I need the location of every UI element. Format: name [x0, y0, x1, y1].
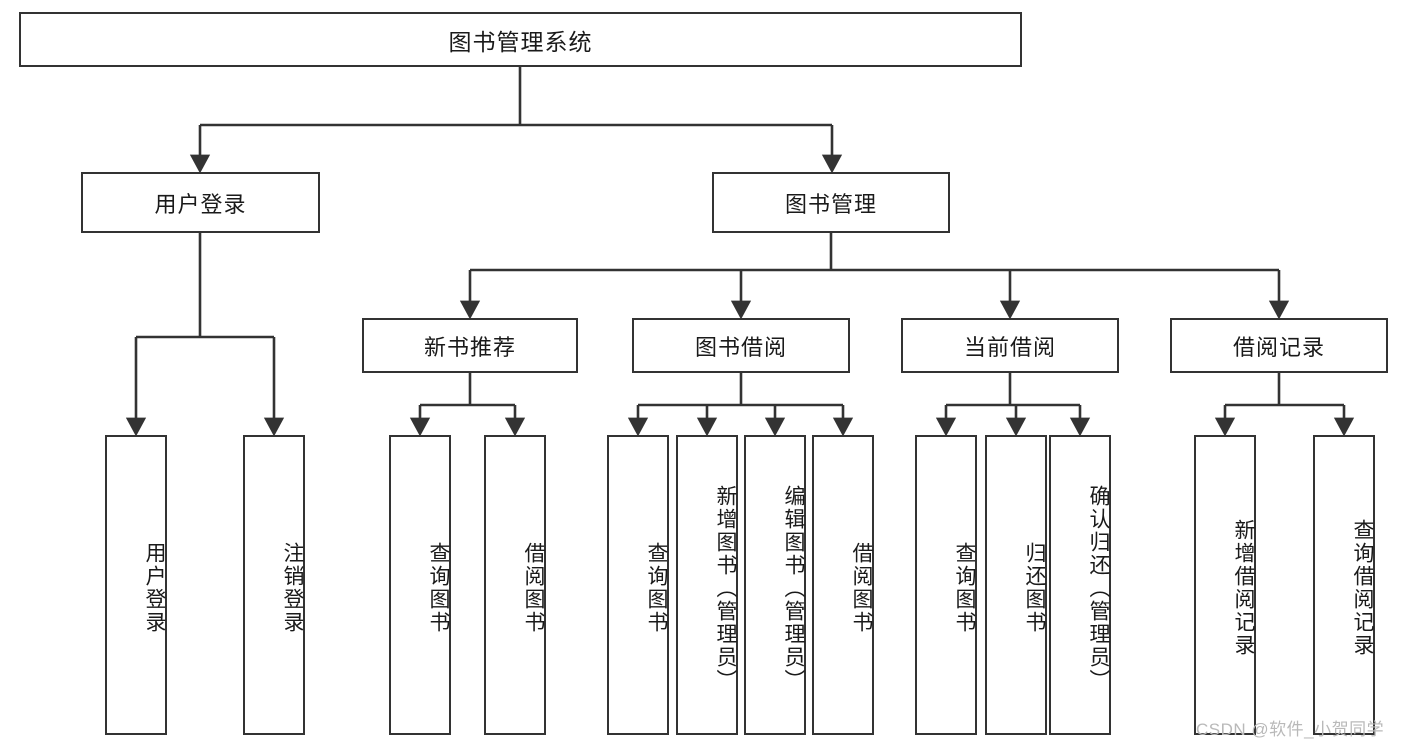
leaf-query-book-3-label: 查询图书	[953, 542, 976, 634]
edge-new-book-rec-to-leaves	[409, 373, 526, 437]
leaf-edit-book-label: 编辑图书（管理员）	[782, 484, 805, 692]
node-root-system-label: 图书管理系统	[448, 28, 593, 55]
leaf-logout-label: 注销登录	[281, 542, 304, 634]
leaf-add-borrow-record[interactable]: 新增借阅记录	[1194, 435, 1256, 735]
leaf-borrow-book-2[interactable]: 借阅图书	[812, 435, 874, 735]
leaf-borrow-book-1-label: 借阅图书	[522, 542, 545, 634]
csdn-watermark: CSDN @软件_小贺同学	[1196, 720, 1385, 739]
leaf-add-book-label: 新增图书（管理员）	[714, 484, 737, 692]
leaf-query-borrow-record[interactable]: 查询借阅记录	[1313, 435, 1375, 735]
leaf-logout[interactable]: 注销登录	[243, 435, 305, 735]
node-book-borrow[interactable]: 图书借阅	[632, 318, 850, 373]
leaf-confirm-return[interactable]: 确认归还（管理员）	[1049, 435, 1111, 735]
edge-root-to-level1	[189, 67, 843, 174]
leaf-borrow-book-1[interactable]: 借阅图书	[484, 435, 546, 735]
node-book-manage[interactable]: 图书管理	[712, 172, 950, 233]
leaf-return-book[interactable]: 归还图书	[985, 435, 1047, 735]
leaf-user-login-label: 用户登录	[143, 542, 166, 634]
node-new-book-recommend-label: 新书推荐	[423, 334, 516, 360]
node-current-borrow-label: 当前借阅	[963, 334, 1056, 360]
edge-borrow-record-to-leaves	[1214, 373, 1355, 437]
edge-user-login-to-leaves	[125, 233, 285, 437]
leaf-query-book-3[interactable]: 查询图书	[915, 435, 977, 735]
leaf-query-book-2[interactable]: 查询图书	[607, 435, 669, 735]
leaf-edit-book[interactable]: 编辑图书（管理员）	[744, 435, 806, 735]
node-new-book-recommend[interactable]: 新书推荐	[362, 318, 578, 373]
leaf-query-book-2-label: 查询图书	[645, 542, 668, 634]
node-user-login[interactable]: 用户登录	[81, 172, 320, 233]
node-borrow-record-label: 借阅记录	[1232, 334, 1325, 360]
node-book-borrow-label: 图书借阅	[694, 334, 787, 360]
leaf-query-borrow-record-label: 查询借阅记录	[1351, 519, 1374, 657]
leaf-add-book[interactable]: 新增图书（管理员）	[676, 435, 738, 735]
leaf-query-book-1[interactable]: 查询图书	[389, 435, 451, 735]
node-borrow-record[interactable]: 借阅记录	[1170, 318, 1388, 373]
leaf-borrow-book-2-label: 借阅图书	[850, 542, 873, 634]
node-root-system[interactable]: 图书管理系统	[19, 12, 1022, 67]
leaf-confirm-return-label: 确认归还（管理员）	[1087, 484, 1110, 692]
leaf-user-login[interactable]: 用户登录	[105, 435, 167, 735]
leaf-add-borrow-record-label: 新增借阅记录	[1232, 519, 1255, 657]
edge-current-borrow-to-leaves	[935, 373, 1091, 437]
node-current-borrow[interactable]: 当前借阅	[901, 318, 1119, 373]
node-book-manage-label: 图书管理	[784, 191, 877, 217]
leaf-return-book-label: 归还图书	[1023, 542, 1046, 634]
edge-book-manage-to-level2	[459, 233, 1290, 320]
edge-book-borrow-to-leaves	[627, 373, 854, 437]
node-user-login-label: 用户登录	[154, 191, 247, 217]
leaf-query-book-1-label: 查询图书	[427, 542, 450, 634]
